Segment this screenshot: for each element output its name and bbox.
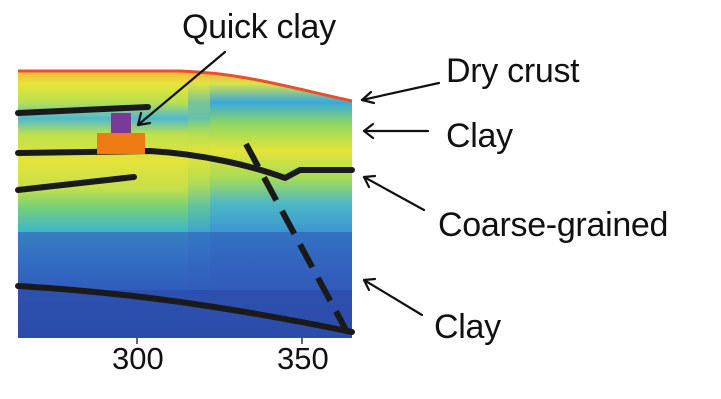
dry-crust-surface — [18, 69, 353, 103]
boundary-clay-base — [15, 148, 355, 181]
quick-clay-marker-top — [111, 113, 131, 133]
arrow-quick-clay — [136, 50, 227, 127]
label-clay-upper: Clay — [446, 117, 513, 155]
arrow-coarse-grained — [362, 175, 426, 212]
boundary-lower-clay — [15, 283, 355, 335]
label-clay-lower: Clay — [434, 308, 501, 346]
x-axis-ticks — [136, 338, 303, 344]
quick-clay-marker-base — [97, 133, 145, 154]
label-quick-clay: Quick clay — [182, 8, 336, 46]
arrow-clay-lower — [362, 278, 424, 317]
arrow-dry-crust-head — [360, 90, 376, 105]
arrow-clay-lower-head — [362, 277, 377, 292]
cross-section-body — [18, 70, 352, 338]
boundary-upper-clay — [15, 104, 151, 116]
arrow-coarse-grained-head — [362, 174, 377, 189]
x-tick-label-300: 300 — [112, 341, 164, 376]
label-dry-crust: Dry crust — [446, 52, 580, 90]
arrow-clay-upper-head — [362, 122, 375, 140]
arrows — [136, 50, 441, 317]
label-coarse-grained: Coarse-grained — [438, 206, 669, 244]
arrow-quick-clay-head — [136, 111, 152, 127]
arrow-dry-crust — [360, 81, 441, 102]
x-tick-label-350: 350 — [277, 341, 329, 376]
boundary-short-segment — [15, 174, 137, 193]
fault-dashed-line — [243, 142, 349, 332]
